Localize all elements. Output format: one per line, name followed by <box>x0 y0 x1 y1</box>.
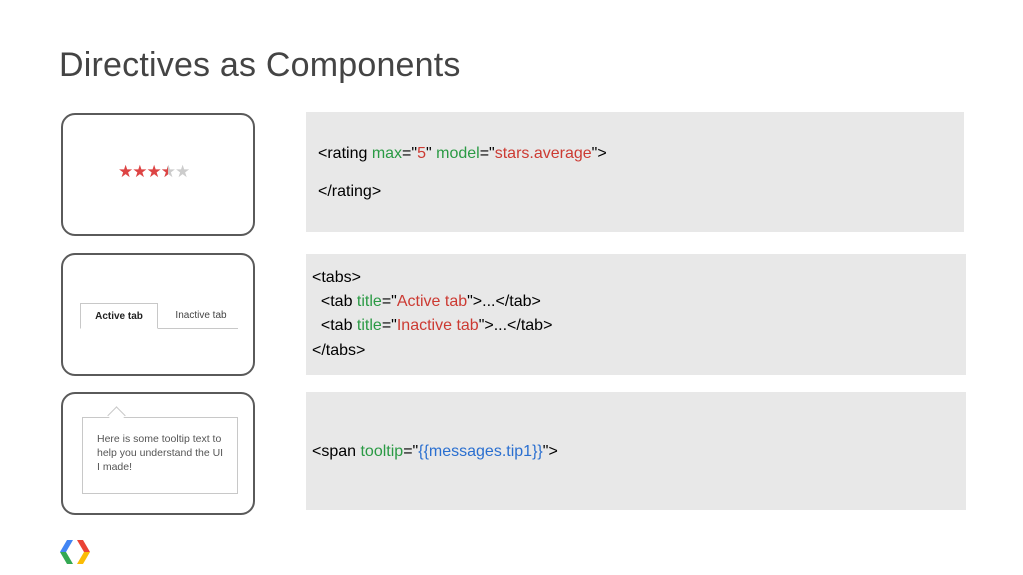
google-developers-chevron-icon <box>60 540 90 564</box>
empty-star-icon[interactable]: ★ <box>175 162 190 182</box>
code-punct: "> <box>542 443 558 460</box>
code-block-tooltip: <span tooltip="{{messages.tip1}}"> <box>306 392 966 510</box>
tab-baseline <box>80 328 238 329</box>
code-attribute: title <box>356 293 382 310</box>
code-value: Inactive tab <box>396 317 479 334</box>
tab-active[interactable]: Active tab <box>80 303 158 329</box>
star-rating[interactable]: ★★★★★★ <box>118 162 190 182</box>
tooltip-demo-card: Here is some tooltip text to help you un… <box>61 392 255 515</box>
code-tag: <rating <box>318 145 372 162</box>
code-tag: <span <box>312 443 361 460</box>
tooltip-text: Here is some tooltip text to help you un… <box>97 433 224 473</box>
code-line: <rating max="5" model="stars.average"> <box>318 144 607 164</box>
code-attribute: model <box>436 145 480 162</box>
code-line: <span tooltip="{{messages.tip1}}"> <box>312 442 558 462</box>
code-line: <tab title="Active tab">...</tab> <box>312 292 541 312</box>
tooltip-box: Here is some tooltip text to help you un… <box>82 417 238 494</box>
star-icon[interactable]: ★ <box>118 162 133 182</box>
star-icon[interactable]: ★ <box>132 162 147 182</box>
tab-strip: Active tab Inactive tab <box>80 303 238 329</box>
code-punct: "> <box>591 145 607 162</box>
code-expression: {{messages.tip1}} <box>418 443 543 460</box>
code-value: Active tab <box>396 293 468 310</box>
code-attribute: title <box>356 317 382 334</box>
code-value: 5 <box>417 145 426 162</box>
code-line: <tab title="Inactive tab">...</tab> <box>312 316 553 336</box>
code-punct: ">...</tab> <box>478 317 553 334</box>
page-title: Directives as Components <box>59 46 461 84</box>
code-tag: <tab <box>312 293 357 310</box>
code-attribute: tooltip <box>360 443 404 460</box>
code-line: </tabs> <box>312 342 366 359</box>
code-punct: =" <box>381 317 397 334</box>
tab-inactive[interactable]: Inactive tab <box>175 310 227 321</box>
tabs-demo-card: Active tab Inactive tab <box>61 253 255 376</box>
half-star-icon[interactable]: ★★ <box>160 162 176 182</box>
star-icon[interactable]: ★ <box>146 162 162 182</box>
rating-demo-card: ★★★★★★ <box>61 113 255 236</box>
code-punct: " <box>425 145 437 162</box>
code-attribute: max <box>371 145 403 162</box>
code-tag: <tab <box>312 317 357 334</box>
code-punct: ">...</tab> <box>467 293 541 310</box>
code-block-rating: <rating max="5" model="stars.average"> <… <box>306 112 964 232</box>
code-punct: =" <box>479 145 495 162</box>
code-value: stars.average <box>494 145 592 162</box>
code-line: <tabs> <box>312 269 361 286</box>
code-punct: =" <box>402 145 418 162</box>
code-punct: =" <box>381 293 397 310</box>
code-block-tabs: <tabs> <tab title="Active tab">...</tab>… <box>306 254 966 375</box>
code-line: </rating> <box>318 183 382 200</box>
code-punct: =" <box>403 443 419 460</box>
